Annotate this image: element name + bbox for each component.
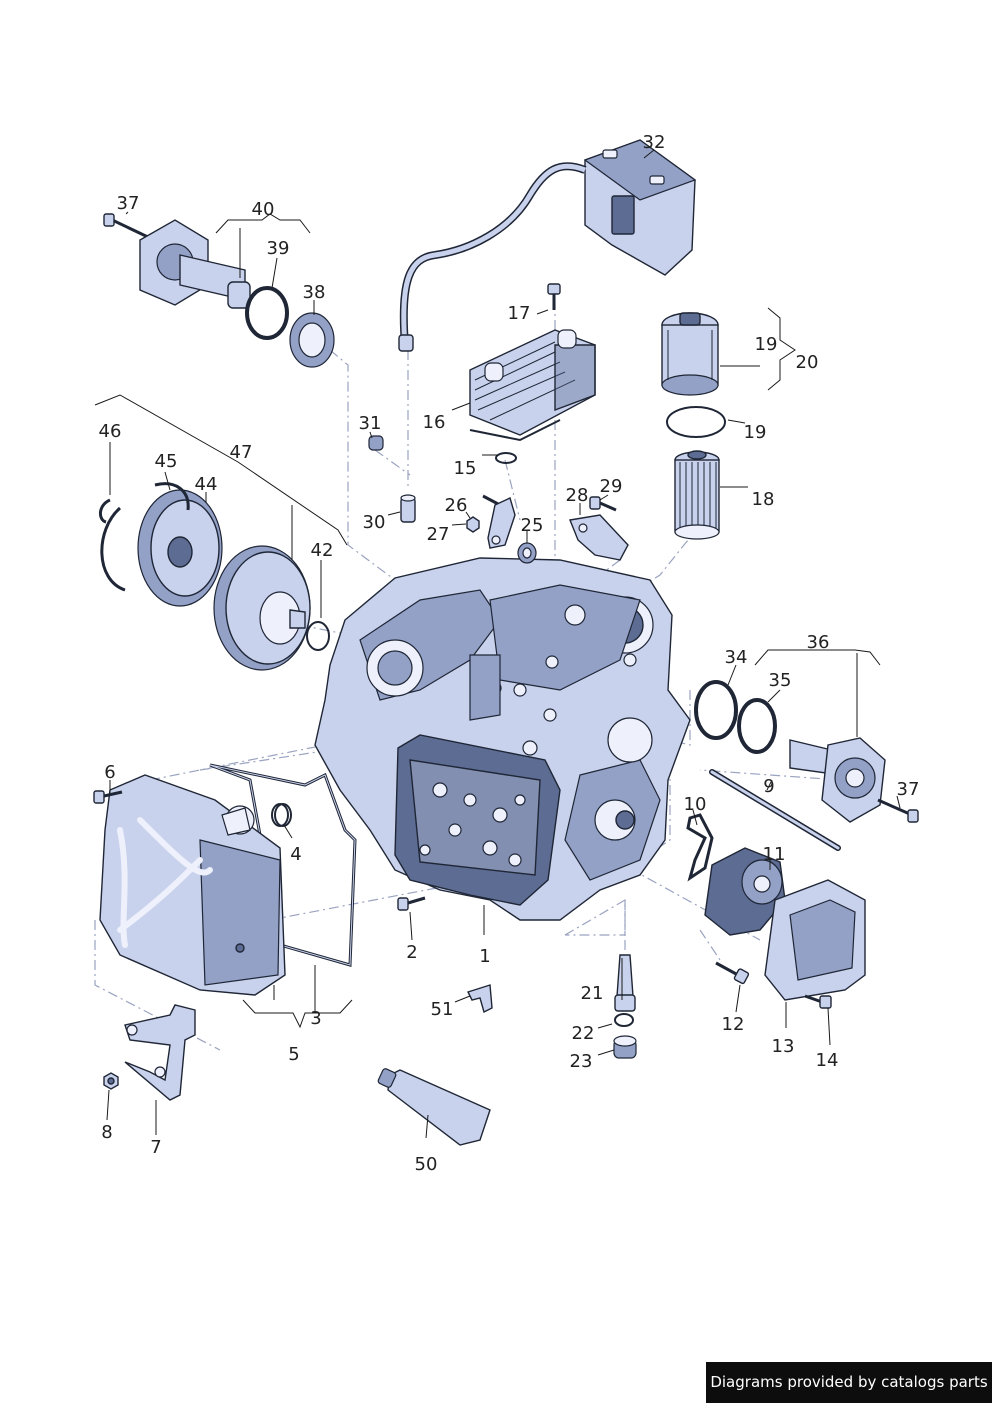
label-15: 15 (454, 458, 477, 479)
label-25: 25 (521, 515, 544, 536)
part-8-nut (103, 1072, 119, 1090)
label-13: 13 (772, 1036, 795, 1057)
label-10: 10 (684, 794, 707, 815)
part-50-grease-tube (377, 1068, 491, 1146)
label-32: 32 (643, 132, 666, 153)
label-30: 30 (363, 512, 386, 533)
part-39-o-ring (245, 286, 289, 340)
label-12: 12 (722, 1014, 745, 1035)
label-18: 18 (752, 489, 775, 510)
part-30-sleeve (400, 494, 416, 523)
part-44-clutch-drum (213, 545, 311, 671)
part-38-seal (289, 312, 335, 368)
part-35-o-ring (737, 698, 777, 754)
label-19b: 19 (744, 422, 767, 443)
part-31-cap (368, 435, 384, 451)
part-16-oil-cooler (469, 329, 596, 442)
label-23: 23 (570, 1051, 593, 1072)
part-29-bolt (589, 496, 617, 512)
label-20: 20 (796, 352, 819, 373)
label-1: 1 (479, 946, 490, 967)
label-11: 11 (763, 844, 786, 865)
part-15-seal (495, 452, 517, 464)
label-17: 17 (508, 303, 531, 324)
part-14-bolt (804, 994, 832, 1009)
label-50: 50 (415, 1154, 438, 1175)
part-1-valve-body (394, 734, 561, 906)
label-21: 21 (581, 983, 604, 1004)
part-9-shift-rod (709, 769, 841, 851)
part-22-seal (614, 1013, 634, 1027)
label-14: 14 (816, 1050, 839, 1071)
label-45: 45 (155, 451, 178, 472)
label-35: 35 (769, 670, 792, 691)
label-16: 16 (423, 412, 446, 433)
part-10-gasket (686, 813, 714, 882)
label-42: 42 (311, 540, 334, 561)
label-8: 8 (101, 1122, 112, 1143)
callout-labels: 1 2 3 4 5 6 7 8 9 10 11 12 13 14 15 16 1… (99, 132, 920, 1175)
part-7-bracket (124, 1004, 196, 1101)
part-27-nut (466, 516, 480, 533)
attribution-banner: Diagrams provided by catalogs parts (706, 1362, 992, 1403)
label-46: 46 (99, 421, 122, 442)
part-40-flange-shaft (103, 213, 251, 309)
label-7: 7 (150, 1137, 161, 1158)
label-2: 2 (406, 942, 417, 963)
part-12-bolt (715, 961, 750, 985)
part-28-bracket (569, 514, 629, 561)
part-45-clutch-disc (137, 489, 223, 607)
label-3: 3 (310, 1008, 321, 1029)
part-13-side-cover (764, 879, 866, 1001)
part-36-flange-shaft (789, 737, 919, 823)
part-11-pump (704, 847, 786, 936)
part-6-bolt (93, 790, 123, 804)
label-6: 6 (104, 762, 115, 783)
part-18-filter-element (674, 450, 720, 540)
label-51: 51 (431, 999, 454, 1020)
label-44: 44 (195, 474, 218, 495)
label-9: 9 (763, 776, 774, 797)
label-31: 31 (359, 413, 382, 434)
label-26: 26 (445, 495, 468, 516)
label-22: 22 (572, 1023, 595, 1044)
label-38: 38 (303, 282, 326, 303)
part-20-filter-housing (661, 312, 719, 396)
part-2-bolt (397, 896, 426, 911)
label-37-right: 37 (897, 779, 920, 800)
part-21-breather (614, 954, 636, 1012)
part-46-snap-ring (99, 482, 190, 592)
label-28: 28 (566, 485, 589, 506)
part-4-o-ring (271, 803, 292, 827)
part-32-control-unit (398, 139, 697, 352)
part-42-circlip (306, 621, 330, 651)
part-23-plug (613, 1035, 637, 1059)
label-29: 29 (600, 476, 623, 497)
label-34: 34 (725, 647, 748, 668)
part-26-lever (482, 494, 516, 549)
label-19a: 19 (755, 334, 778, 355)
label-37-left: 37 (117, 193, 140, 214)
part-34-seal (694, 680, 738, 740)
label-36: 36 (807, 632, 830, 653)
label-47: 47 (230, 442, 253, 463)
label-4: 4 (290, 844, 301, 865)
part-5-oil-pan (99, 774, 286, 996)
part-19-o-ring (666, 406, 726, 438)
label-40: 40 (252, 199, 275, 220)
label-5: 5 (288, 1044, 299, 1065)
part-17-bolt (547, 283, 561, 310)
label-39: 39 (267, 238, 290, 259)
leader-lines (94, 149, 901, 1139)
part-51-clip (467, 984, 493, 1014)
part-25-seal (517, 542, 537, 564)
label-27: 27 (427, 524, 450, 545)
